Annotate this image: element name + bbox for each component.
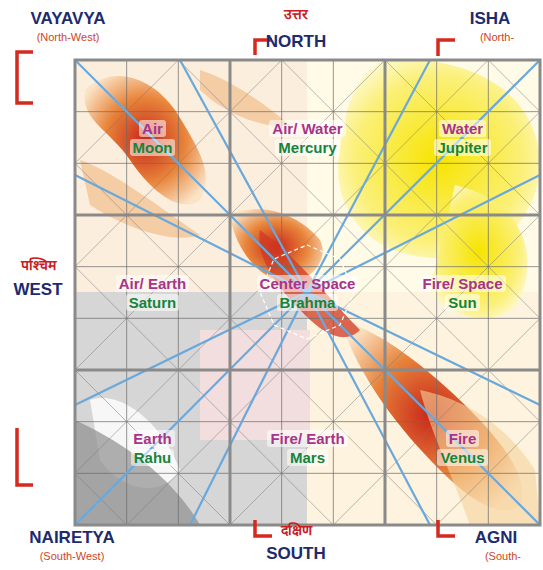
center-dashes bbox=[260, 245, 354, 339]
direction-label: उत्तर bbox=[284, 4, 308, 23]
element-label: Fire/ Space bbox=[419, 275, 505, 292]
element-label: Center Space bbox=[257, 275, 359, 292]
zone-cell: EarthRahu bbox=[75, 370, 230, 525]
planet-label: Sun bbox=[445, 294, 479, 311]
planet-label: Moon bbox=[130, 139, 176, 156]
zone-cell: Center SpaceBrahma bbox=[230, 215, 385, 370]
element-label: Water bbox=[439, 120, 486, 137]
direction-subtitle: (South- bbox=[485, 550, 521, 562]
energy-rays bbox=[75, 60, 540, 525]
planet-label: Jupiter bbox=[434, 139, 490, 156]
zone-cell: AirMoon bbox=[75, 60, 230, 215]
direction-subtitle: (North- bbox=[480, 31, 514, 43]
direction-subtitle: (South-West) bbox=[40, 550, 105, 562]
planet-label: Saturn bbox=[126, 294, 180, 311]
main-grid bbox=[75, 60, 540, 525]
element-label: Fire bbox=[446, 430, 480, 447]
direction-label: पश्चिम bbox=[21, 255, 56, 274]
element-label: Air/ Water bbox=[269, 120, 345, 137]
quadrant-shading bbox=[75, 60, 540, 525]
planet-label: Rahu bbox=[131, 449, 175, 466]
planet-label: Mars bbox=[287, 449, 328, 466]
element-label: Earth bbox=[130, 430, 174, 447]
direction-label: VAYAVYA bbox=[31, 9, 106, 29]
direction-label: दक्षिण bbox=[281, 520, 312, 539]
direction-label: SOUTH bbox=[266, 544, 326, 564]
direction-label: ISHA bbox=[470, 9, 511, 29]
purusha-figure bbox=[75, 60, 540, 525]
zone-cell: Air/ WaterMercury bbox=[230, 60, 385, 215]
corner-brackets bbox=[17, 40, 455, 536]
direction-label: AGNI bbox=[475, 528, 518, 548]
direction-label: NORTH bbox=[266, 32, 326, 52]
zone-cell: Fire/ SpaceSun bbox=[385, 215, 540, 370]
element-label: Air bbox=[139, 120, 166, 137]
fine-grid bbox=[75, 60, 540, 525]
zone-cell: Fire/ EarthMars bbox=[230, 370, 385, 525]
element-label: Fire/ Earth bbox=[267, 430, 347, 447]
zone-cell: WaterJupiter bbox=[385, 60, 540, 215]
planet-label: Venus bbox=[437, 449, 487, 466]
planet-label: Brahma bbox=[277, 294, 339, 311]
planet-label: Mercury bbox=[275, 139, 339, 156]
direction-label: NAIRETYA bbox=[29, 528, 114, 548]
zone-cell: FireVenus bbox=[385, 370, 540, 525]
direction-subtitle: (North-West) bbox=[37, 31, 100, 43]
direction-label: WEST bbox=[13, 280, 62, 300]
zone-cell: Air/ EarthSaturn bbox=[75, 215, 230, 370]
element-label: Air/ Earth bbox=[116, 275, 190, 292]
